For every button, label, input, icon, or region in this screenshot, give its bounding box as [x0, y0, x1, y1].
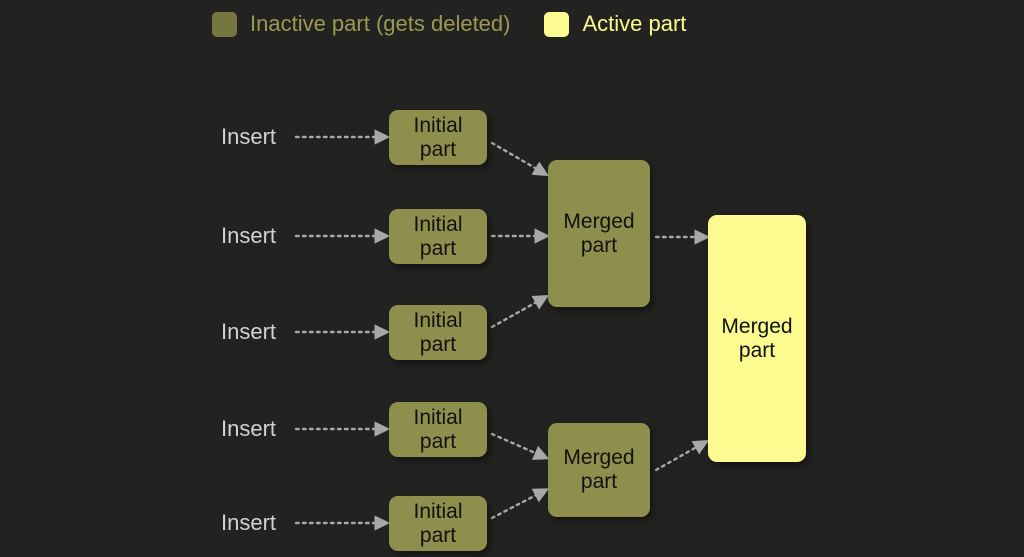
initial-part-node-5[interactable]: Initial part: [389, 496, 487, 551]
node-line-2: part: [419, 429, 457, 453]
legend-label-active: Active part: [582, 11, 687, 36]
merged-part-label-2: Merged part: [563, 446, 634, 494]
merged-part-label-1: Merged part: [563, 210, 634, 258]
arrow-initial3-to-merged1: [490, 295, 550, 329]
arrow-initial1-to-merged1: [490, 141, 550, 177]
node-line-2: part: [580, 470, 618, 493]
node-line-1: Initial: [413, 308, 463, 332]
initial-part-node-2[interactable]: Initial part: [389, 209, 487, 264]
insert-label-1: Insert: [221, 124, 277, 149]
node-line-1: Merged: [563, 209, 635, 233]
node-line-1: Initial: [413, 212, 463, 236]
initial-part-label-4: Initial part: [413, 406, 462, 454]
initial-part-node-1[interactable]: Initial part: [389, 110, 487, 165]
node-line-2: part: [738, 338, 776, 362]
initial-part-label-2: Initial part: [413, 213, 462, 261]
initial-part-label-3: Initial part: [413, 309, 462, 357]
arrow-merged2-to-final: [654, 439, 710, 472]
initial-part-node-4[interactable]: Initial part: [389, 402, 487, 457]
node-line-2: part: [580, 233, 618, 257]
inactive-swatch-icon: [212, 11, 237, 37]
node-line-1: Initial: [413, 405, 463, 429]
node-line-2: part: [419, 523, 457, 547]
legend-item-active: Active part: [544, 11, 687, 37]
insert-label-5: Insert: [221, 510, 277, 535]
active-swatch-icon: [544, 11, 570, 37]
insert-label-4: Insert: [221, 416, 277, 441]
legend-label-inactive: Inactive part (gets deleted): [250, 11, 511, 36]
merged-part-node-1[interactable]: Merged part: [548, 160, 650, 307]
node-line-1: Merged: [721, 314, 793, 338]
node-line-2: part: [419, 332, 457, 356]
insert-label-2: Insert: [221, 223, 277, 248]
insert-label-3: Insert: [221, 319, 277, 344]
node-line-2: part: [419, 137, 457, 161]
final-merged-part-label: Merged part: [721, 315, 792, 363]
final-merged-part-node[interactable]: Merged part: [708, 215, 806, 462]
initial-part-label-1: Initial part: [413, 114, 462, 162]
node-line-2: part: [419, 236, 457, 260]
node-line-1: Initial: [413, 113, 463, 137]
initial-part-label-5: Initial part: [413, 500, 462, 548]
merged-part-node-2[interactable]: Merged part: [548, 423, 650, 517]
legend: Inactive part (gets deleted) Active part: [212, 8, 686, 40]
arrow-initial4-to-merged2: [490, 432, 550, 460]
node-line-1: Merged: [563, 446, 635, 469]
node-line-1: Initial: [413, 499, 463, 523]
initial-part-node-3[interactable]: Initial part: [389, 305, 487, 360]
legend-item-inactive: Inactive part (gets deleted): [212, 11, 511, 37]
arrow-initial5-to-merged2: [490, 488, 550, 520]
